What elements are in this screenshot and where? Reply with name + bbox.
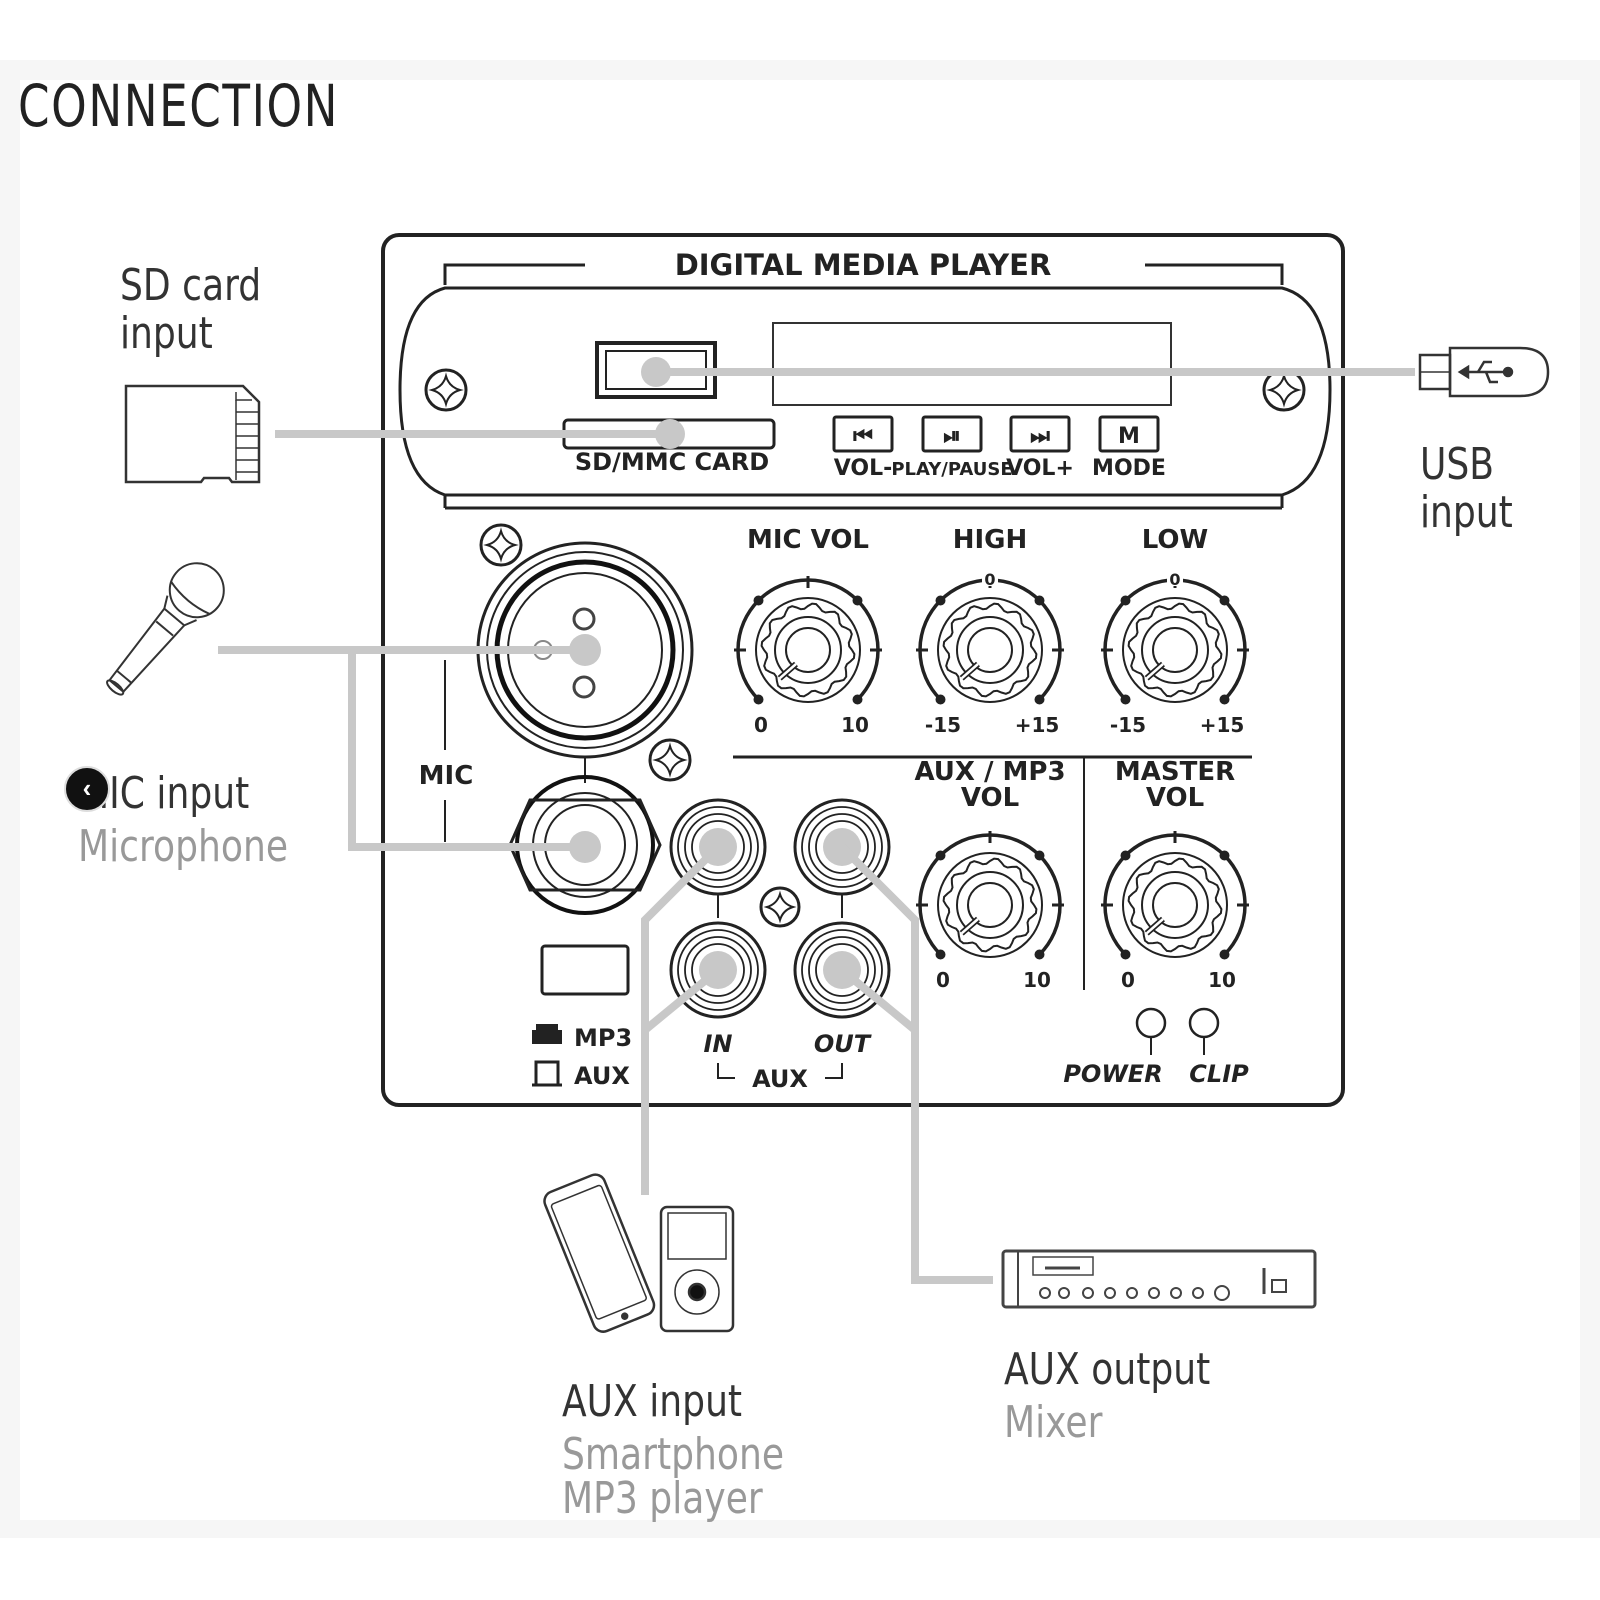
aux-out-callout-sub: Mixer: [1004, 1397, 1103, 1448]
mixer-knob-icon: [1148, 1287, 1160, 1299]
knob-mic-vol[interactable]: MIC VOL 0 10: [734, 525, 882, 737]
knob-title: LOW: [1142, 525, 1208, 555]
transport-button-vol-[interactable]: ⏭ VOL+: [1006, 415, 1074, 481]
aux-label: AUX: [574, 1062, 630, 1090]
button-label: VOL-: [834, 456, 893, 481]
mixer-knob-icon: [1170, 1287, 1182, 1299]
knob-max-label: 10: [1208, 968, 1236, 992]
knob-title: MIC VOL: [747, 525, 869, 555]
clip-label: CLIP: [1189, 1060, 1249, 1088]
smartphone-icon: [543, 1173, 656, 1333]
screw-icon: [648, 738, 692, 782]
back-button[interactable]: ‹: [64, 766, 110, 812]
microphone-icon: [106, 562, 225, 696]
mixer-knob-icon: [1126, 1287, 1138, 1299]
lcd-display: [772, 322, 1172, 406]
mode-switch[interactable]: [540, 944, 630, 996]
connector-lines: [218, 368, 1415, 1284]
knob-max-label: 10: [841, 713, 869, 737]
panel-outline: [381, 233, 1345, 1107]
aux-in-callout-sub1: Smartphone: [562, 1429, 785, 1480]
aux-group-label: AUX: [752, 1065, 808, 1093]
knob-low[interactable]: LOW -15 +15 0: [1101, 525, 1249, 737]
knob-title: HIGH: [953, 525, 1028, 555]
screw-icon: [424, 368, 468, 412]
knob-center-label: 0: [984, 570, 995, 589]
button-glyph-icon: ⏮: [853, 424, 873, 449]
screw-icon: [759, 886, 801, 928]
knob-min-label: -15: [925, 713, 961, 737]
power-label: POWER: [1063, 1060, 1162, 1088]
pressed-icon: [532, 1030, 562, 1044]
mp3-label: MP3: [574, 1024, 632, 1052]
knob-min-label: 0: [936, 968, 950, 992]
button-glyph-icon: ⏯: [943, 424, 961, 449]
knob-max-label: 10: [1023, 968, 1051, 992]
screw-icon: [479, 523, 523, 567]
knob-max-label: +15: [1200, 713, 1245, 737]
transport-button-mode[interactable]: M MODE: [1092, 415, 1166, 481]
mixer-knob-icon: [1058, 1287, 1070, 1299]
knob-title: MASTER: [1115, 757, 1235, 787]
knob-title: VOL: [961, 783, 1019, 813]
knob-center-label: 0: [1169, 570, 1180, 589]
mic-callout-sub: Microphone: [78, 821, 289, 872]
mixer-knob-icon: [1214, 1285, 1230, 1301]
sd-slot-label: SD/MMC CARD: [575, 448, 769, 476]
clip-led: [1188, 1007, 1220, 1055]
button-glyph-icon: ⏭: [1030, 424, 1050, 449]
transport-button-play-pause[interactable]: ⏯ PLAY/PAUSE: [891, 415, 1013, 480]
transport-button-vol-[interactable]: ⏮ VOL-: [832, 415, 894, 481]
content-area: [20, 80, 1580, 1520]
mixer-knob-icon: [1104, 1287, 1116, 1299]
released-icon: [532, 1060, 562, 1087]
button-label: PLAY/PAUSE: [891, 459, 1012, 480]
usb-callout: USB input: [1420, 439, 1513, 538]
mic-label: MIC: [419, 761, 474, 791]
knob-min-label: -15: [1110, 713, 1146, 737]
connector-dots: [569, 357, 685, 863]
sd-card-icon: [124, 384, 261, 484]
knob-min-label: 0: [1121, 968, 1135, 992]
usb-stick-icon: [1418, 346, 1550, 398]
button-label: VOL+: [1006, 456, 1074, 481]
aux-in-callout-sub2: MP3 player: [562, 1473, 763, 1524]
module-top-rail: [443, 263, 585, 285]
page-title: CONNECTION: [18, 72, 340, 140]
aux-in-label: IN: [703, 1030, 732, 1058]
sd-callout-line2: input: [120, 308, 213, 359]
mixer-knob-icon: [1039, 1287, 1051, 1299]
button-label: MODE: [1092, 456, 1166, 481]
knob-title: AUX / MP3: [914, 757, 1065, 787]
aux-out-label: OUT: [814, 1030, 872, 1058]
mp3-player-icon: [659, 1205, 735, 1333]
knob-high[interactable]: HIGH -15 +15 0: [916, 525, 1064, 737]
module-header: DIGITAL MEDIA PLAYER: [675, 248, 1052, 282]
knob-title: VOL: [1146, 783, 1204, 813]
mixer-knob-icon: [1192, 1287, 1204, 1299]
power-led: [1135, 1007, 1167, 1055]
knob-min-label: 0: [754, 713, 768, 737]
knob-max-label: +15: [1015, 713, 1060, 737]
mixer-knob-icon: [1082, 1287, 1094, 1299]
mixer-icon: [1001, 1249, 1317, 1309]
aux-in-callout: AUX input: [562, 1376, 743, 1427]
aux-out-callout: AUX output: [1004, 1344, 1211, 1395]
sd-callout-line1: SD card: [120, 260, 262, 311]
button-glyph-icon: M: [1118, 424, 1140, 449]
